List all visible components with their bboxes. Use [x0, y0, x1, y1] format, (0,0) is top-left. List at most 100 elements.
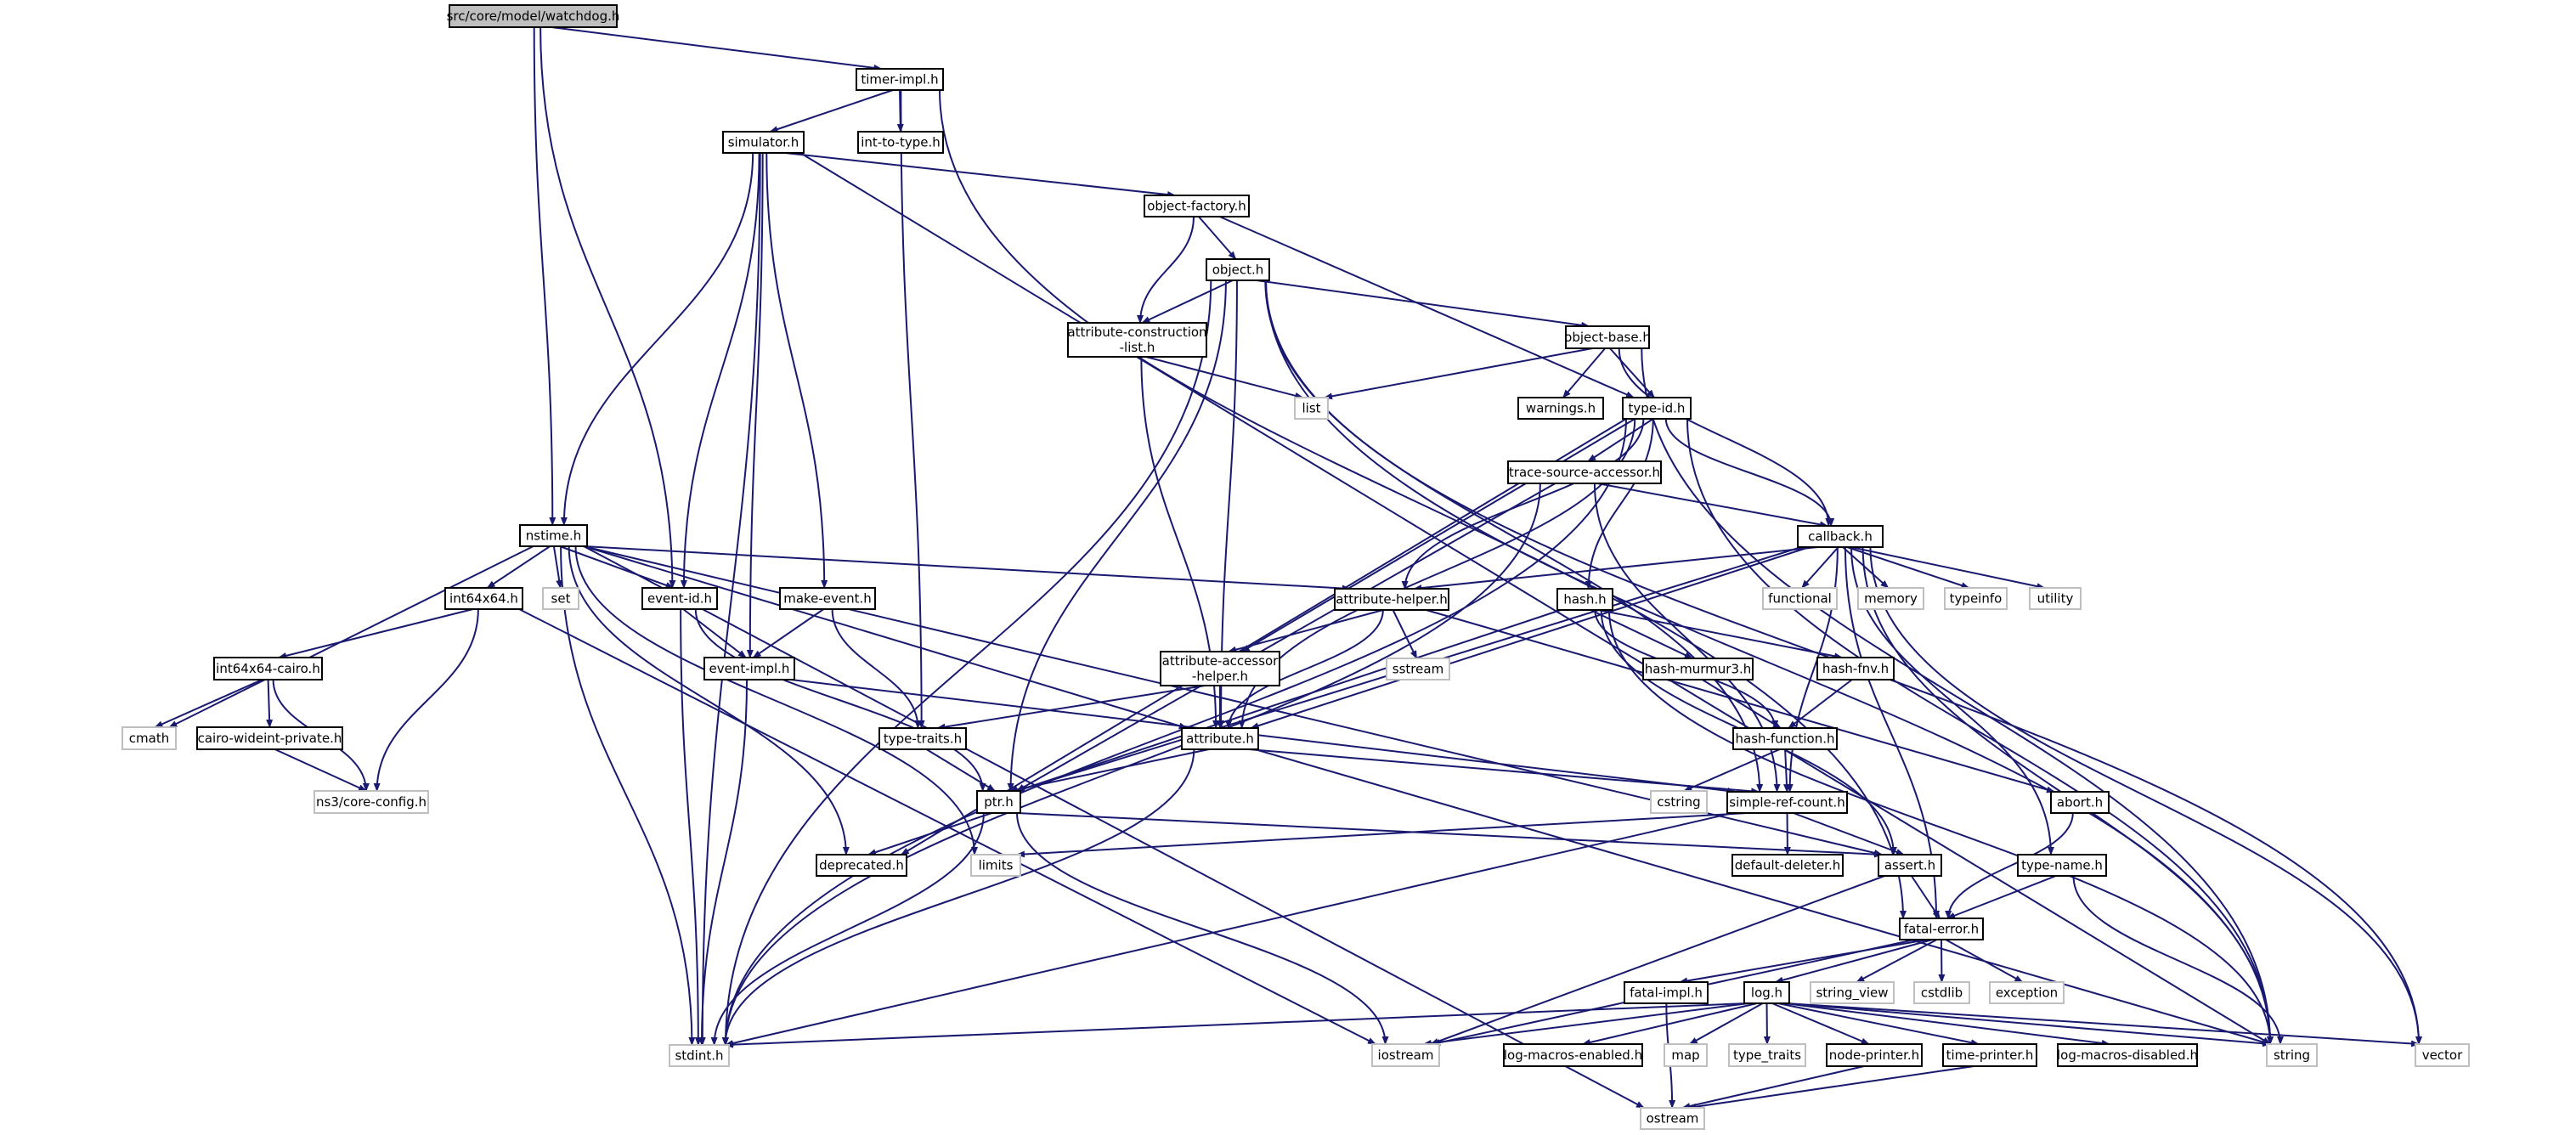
- node-box-ptr[interactable]: [976, 790, 1021, 814]
- node-box-attr-cons-list[interactable]: [1067, 322, 1207, 358]
- node-object-factory[interactable]: object-factory.h: [1144, 195, 1250, 217]
- node-type-traits[interactable]: type-traits.h: [878, 727, 967, 750]
- node-object-base[interactable]: object-base.h: [1564, 325, 1651, 349]
- node-event-id[interactable]: event-id.h: [641, 587, 718, 610]
- node-box-hash-fnv[interactable]: [1816, 657, 1895, 680]
- node-box-warnings[interactable]: [1517, 397, 1604, 420]
- node-box-deprecated[interactable]: [816, 854, 907, 877]
- node-sstream[interactable]: sstream: [1386, 658, 1450, 680]
- node-box-cstring[interactable]: [1650, 790, 1708, 814]
- node-hash-function[interactable]: hash-function.h: [1732, 727, 1838, 750]
- node-box-assert[interactable]: [1878, 854, 1942, 877]
- node-box-type-name[interactable]: [2017, 854, 2107, 877]
- node-type_traits[interactable]: type_traits: [1728, 1043, 1806, 1067]
- node-box-fatal-impl[interactable]: [1624, 981, 1709, 1004]
- node-box-object-factory[interactable]: [1144, 195, 1250, 217]
- node-box-memory[interactable]: [1857, 587, 1924, 610]
- node-box-hash-function[interactable]: [1732, 727, 1838, 750]
- node-attr-cons-list[interactable]: attribute-construction-list.h: [1067, 322, 1207, 358]
- node-deprecated[interactable]: deprecated.h: [816, 854, 907, 877]
- node-default-deleter[interactable]: default-deleter.h: [1731, 854, 1844, 877]
- node-make-event[interactable]: make-event.h: [779, 587, 876, 610]
- node-box-nstime[interactable]: [519, 524, 588, 547]
- node-box-type-id[interactable]: [1622, 397, 1692, 420]
- node-box-hash[interactable]: [1556, 588, 1613, 611]
- node-box-list[interactable]: [1294, 397, 1329, 420]
- node-map[interactable]: map: [1664, 1043, 1708, 1067]
- node-box-timer-impl[interactable]: [856, 68, 944, 91]
- node-box-exception[interactable]: [1989, 981, 2065, 1004]
- node-core-config[interactable]: ns3/core-config.h: [314, 790, 429, 814]
- node-stdint[interactable]: stdint.h: [669, 1044, 730, 1067]
- node-fatal-error[interactable]: fatal-error.h: [1899, 918, 1984, 940]
- node-iostream[interactable]: iostream: [1371, 1043, 1440, 1067]
- node-box-log-macros-enabled[interactable]: [1503, 1043, 1643, 1067]
- node-box-typeinfo[interactable]: [1944, 587, 2008, 610]
- node-watchdog[interactable]: src/core/model/watchdog.h: [447, 4, 620, 28]
- node-box-map[interactable]: [1664, 1043, 1708, 1067]
- node-box-set[interactable]: [542, 587, 579, 610]
- node-box-attribute-helper[interactable]: [1334, 588, 1449, 611]
- node-hash-fnv[interactable]: hash-fnv.h: [1816, 657, 1895, 680]
- node-box-sstream[interactable]: [1386, 658, 1450, 680]
- node-limits[interactable]: limits: [970, 854, 1021, 877]
- node-string[interactable]: string: [2266, 1043, 2318, 1067]
- node-box-abort[interactable]: [2050, 791, 2110, 814]
- node-box-cairo-wideint[interactable]: [196, 726, 343, 750]
- node-box-string[interactable]: [2266, 1043, 2318, 1067]
- node-box-event-id[interactable]: [641, 587, 718, 610]
- node-node-printer[interactable]: node-printer.h: [1826, 1043, 1923, 1067]
- node-box-cmath[interactable]: [121, 726, 177, 750]
- node-box-hash-murmur3[interactable]: [1642, 658, 1754, 680]
- node-int64x64[interactable]: int64x64.h: [444, 587, 523, 610]
- node-abort[interactable]: abort.h: [2050, 791, 2110, 814]
- node-time-printer[interactable]: time-printer.h: [1942, 1043, 2037, 1067]
- node-nstime[interactable]: nstime.h: [519, 524, 588, 547]
- node-utility[interactable]: utility: [2029, 587, 2082, 610]
- node-box-watchdog[interactable]: [449, 4, 618, 28]
- node-simulator[interactable]: simulator.h: [722, 131, 805, 154]
- node-ptr[interactable]: ptr.h: [976, 790, 1021, 814]
- node-box-attr-accessor-helper[interactable]: [1160, 651, 1280, 686]
- node-box-simple-ref-count[interactable]: [1726, 791, 1848, 814]
- node-box-int-to-type[interactable]: [857, 131, 944, 154]
- node-box-log-macros-disabled[interactable]: [2057, 1043, 2198, 1067]
- node-typeinfo[interactable]: typeinfo: [1944, 587, 2008, 610]
- node-cstring[interactable]: cstring: [1650, 790, 1708, 814]
- node-box-ostream[interactable]: [1640, 1107, 1705, 1130]
- node-box-iostream[interactable]: [1371, 1043, 1440, 1067]
- node-list[interactable]: list: [1294, 397, 1329, 420]
- node-assert[interactable]: assert.h: [1878, 854, 1942, 877]
- node-event-impl[interactable]: event-impl.h: [703, 657, 795, 680]
- node-box-int64x64-cairo[interactable]: [213, 657, 323, 680]
- node-log-macros-enabled[interactable]: log-macros-enabled.h: [1503, 1043, 1643, 1067]
- node-warnings[interactable]: warnings.h: [1517, 397, 1604, 420]
- node-attribute-helper[interactable]: attribute-helper.h: [1334, 588, 1449, 611]
- node-cairo-wideint[interactable]: cairo-wideint-private.h: [196, 726, 343, 750]
- node-box-vector[interactable]: [2415, 1043, 2470, 1067]
- node-functional[interactable]: functional: [1762, 587, 1838, 610]
- node-box-fatal-error[interactable]: [1899, 918, 1984, 940]
- node-log-macros-disabled[interactable]: log-macros-disabled.h: [2057, 1043, 2198, 1067]
- node-attribute[interactable]: attribute.h: [1181, 727, 1259, 750]
- node-box-node-printer[interactable]: [1826, 1043, 1923, 1067]
- node-box-core-config[interactable]: [314, 790, 429, 814]
- node-box-type_traits[interactable]: [1728, 1043, 1806, 1067]
- node-hash-murmur3[interactable]: hash-murmur3.h: [1642, 658, 1754, 680]
- node-box-string_view[interactable]: [1810, 981, 1895, 1004]
- node-object[interactable]: object.h: [1206, 258, 1270, 281]
- node-box-time-printer[interactable]: [1942, 1043, 2037, 1067]
- node-timer-impl[interactable]: timer-impl.h: [856, 68, 944, 91]
- node-box-limits[interactable]: [970, 854, 1021, 877]
- node-type-name[interactable]: type-name.h: [2017, 854, 2107, 877]
- node-attr-accessor-helper[interactable]: attribute-accessor-helper.h: [1160, 651, 1280, 686]
- node-cmath[interactable]: cmath: [121, 726, 177, 750]
- node-type-id[interactable]: type-id.h: [1622, 397, 1692, 420]
- node-box-utility[interactable]: [2029, 587, 2082, 610]
- node-log[interactable]: log.h: [1743, 981, 1790, 1004]
- node-int64x64-cairo[interactable]: int64x64-cairo.h: [213, 657, 323, 680]
- node-hash[interactable]: hash.h: [1556, 588, 1613, 611]
- node-box-callback[interactable]: [1797, 525, 1884, 548]
- node-box-log[interactable]: [1743, 981, 1790, 1004]
- node-trace-source-accessor[interactable]: trace-source-accessor.h: [1507, 460, 1662, 484]
